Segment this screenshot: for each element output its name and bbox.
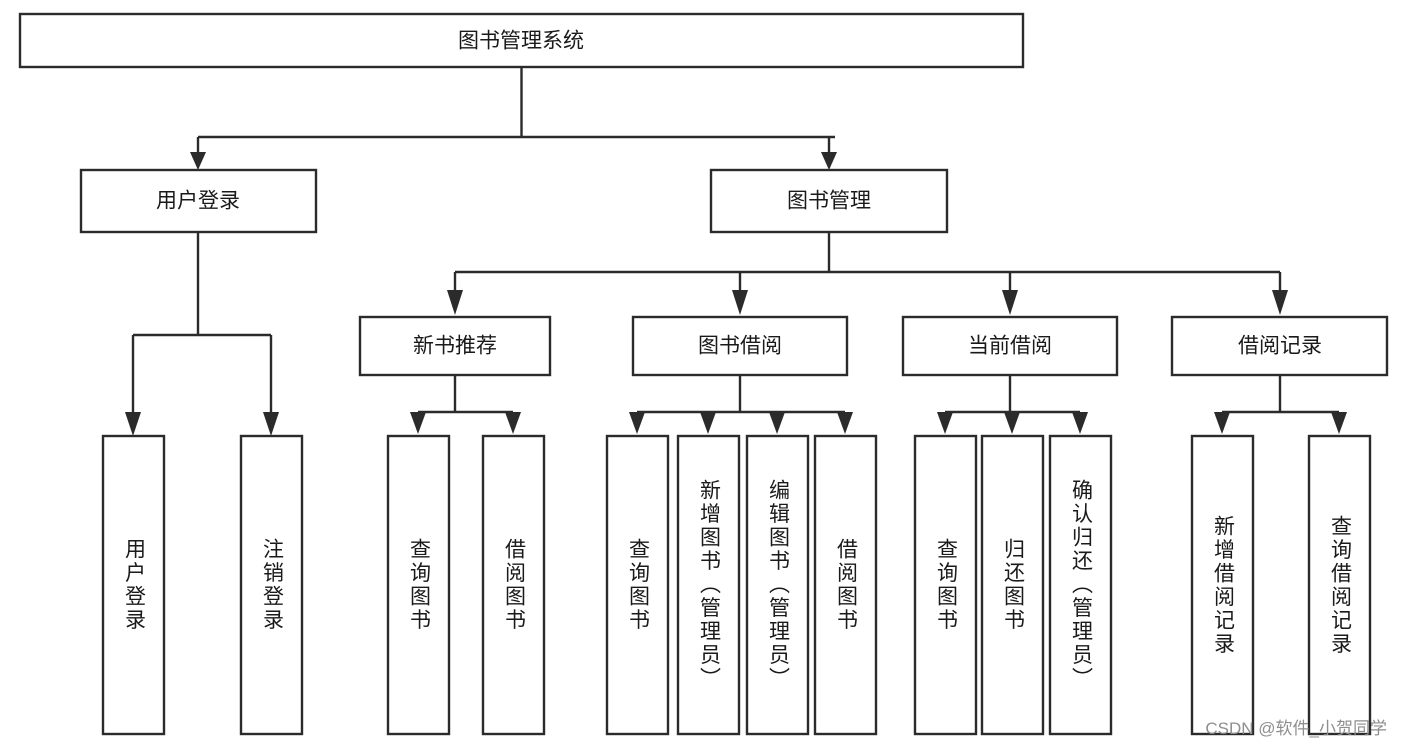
arrowhead-leaf_13: [1331, 412, 1347, 434]
node-leaf_9-box[interactable]: [913, 434, 978, 736]
node-leaf_13-label: 查询借阅记录: [1328, 514, 1352, 656]
arrowhead-leaf_11: [1072, 412, 1088, 434]
node-leaf_12-box[interactable]: [1190, 434, 1255, 736]
node-l2_1[interactable]: 用户登录: [79, 168, 318, 234]
node-leaf_2-box[interactable]: [239, 434, 304, 736]
arrowhead-leaf_4: [505, 412, 521, 434]
node-l3_4-label: 借阅记录: [1238, 335, 1322, 358]
arrowhead-leaf_8: [837, 412, 853, 434]
node-l3_3-label: 当前借阅: [968, 335, 1052, 358]
node-l3_3-box[interactable]: [901, 315, 1119, 377]
node-root-label: 图书管理系统: [458, 30, 584, 53]
node-leaf_5-label: 查询图书: [626, 538, 650, 632]
node-l3_1-box[interactable]: [358, 315, 552, 377]
node-l3_4[interactable]: 借阅记录: [1170, 315, 1389, 377]
node-leaf_6-box[interactable]: [676, 434, 741, 736]
node-leaf_6-label: 新增图书（管理员）: [697, 479, 721, 691]
node-leaf_4-label: 借阅图书: [502, 538, 526, 632]
arrowhead-l3_1: [447, 290, 463, 315]
connector-group: [125, 67, 1347, 436]
arrowhead-l3_3: [1002, 290, 1018, 315]
node-root[interactable]: 图书管理系统: [18, 12, 1025, 69]
node-leaf_1-box[interactable]: [101, 434, 166, 736]
arrowhead-l2_2: [821, 152, 837, 170]
node-leaf_13-box[interactable]: [1307, 434, 1372, 736]
node-l2_2[interactable]: 图书管理: [709, 168, 949, 234]
arrowhead-leaf_2: [263, 412, 279, 436]
node-leaf_11-box[interactable]: [1048, 434, 1113, 736]
node-leaf_11-label: 确认归还（管理员）: [1069, 479, 1093, 691]
node-l3_3[interactable]: 当前借阅: [901, 315, 1119, 377]
node-l2_1-box[interactable]: [79, 168, 318, 234]
arrowhead-l3_4: [1272, 290, 1288, 315]
node-l3_1-label: 新书推荐: [413, 335, 497, 358]
node-leaf_7-label: 编辑图书（管理员）: [766, 479, 790, 691]
arrowhead-leaf_3: [410, 412, 426, 434]
node-leaf_3-box[interactable]: [386, 434, 451, 736]
node-leaf_4-box[interactable]: [481, 434, 546, 736]
node-leaf_12-label: 新增借阅记录: [1211, 514, 1235, 656]
node-leaf_3-label: 查询图书: [407, 538, 431, 632]
arrowhead-l3_2: [732, 290, 748, 315]
node-leaf_10-box[interactable]: [980, 434, 1045, 736]
node-leaf_5-box[interactable]: [605, 434, 670, 736]
node-l3_2-box[interactable]: [631, 315, 849, 377]
arrowhead-leaf_10: [1004, 412, 1020, 434]
arrowhead-leaf_1: [125, 412, 141, 436]
arrowhead-leaf_12: [1214, 412, 1230, 434]
node-l3_2-label: 图书借阅: [698, 335, 782, 358]
node-l2_2-label: 图书管理: [787, 190, 871, 213]
arrowhead-leaf_5: [629, 412, 645, 434]
node-l3_2[interactable]: 图书借阅: [631, 315, 849, 377]
arrowhead-leaf_6: [700, 412, 716, 434]
node-leaf_8-box[interactable]: [813, 434, 878, 736]
node-l2_1-label: 用户登录: [156, 190, 240, 213]
node-leaf_1-label: 用户登录: [122, 538, 146, 632]
node-leaf_8-label: 借阅图书: [834, 538, 858, 632]
node-l3_1[interactable]: 新书推荐: [358, 315, 552, 377]
node-leaf_2-label: 注销登录: [260, 538, 284, 632]
node-root-box[interactable]: [18, 12, 1025, 69]
node-leaf_10-label: 归还图书: [1001, 538, 1025, 632]
arrowhead-l2_1: [190, 152, 206, 170]
node-leaf_9-label: 查询图书: [934, 538, 958, 632]
leaf-box-group: [101, 434, 1372, 736]
node-l2_2-box[interactable]: [709, 168, 949, 234]
arrowhead-leaf_9: [937, 412, 953, 434]
node-l3_4-box[interactable]: [1170, 315, 1389, 377]
arrowhead-leaf_7: [769, 412, 785, 434]
leaf-label-group: 用户登录 注销登录 查询图书 借阅图书 查询图书 新增图书（管理员） 编辑图书（…: [122, 479, 1352, 691]
node-leaf_7-box[interactable]: [745, 434, 810, 736]
